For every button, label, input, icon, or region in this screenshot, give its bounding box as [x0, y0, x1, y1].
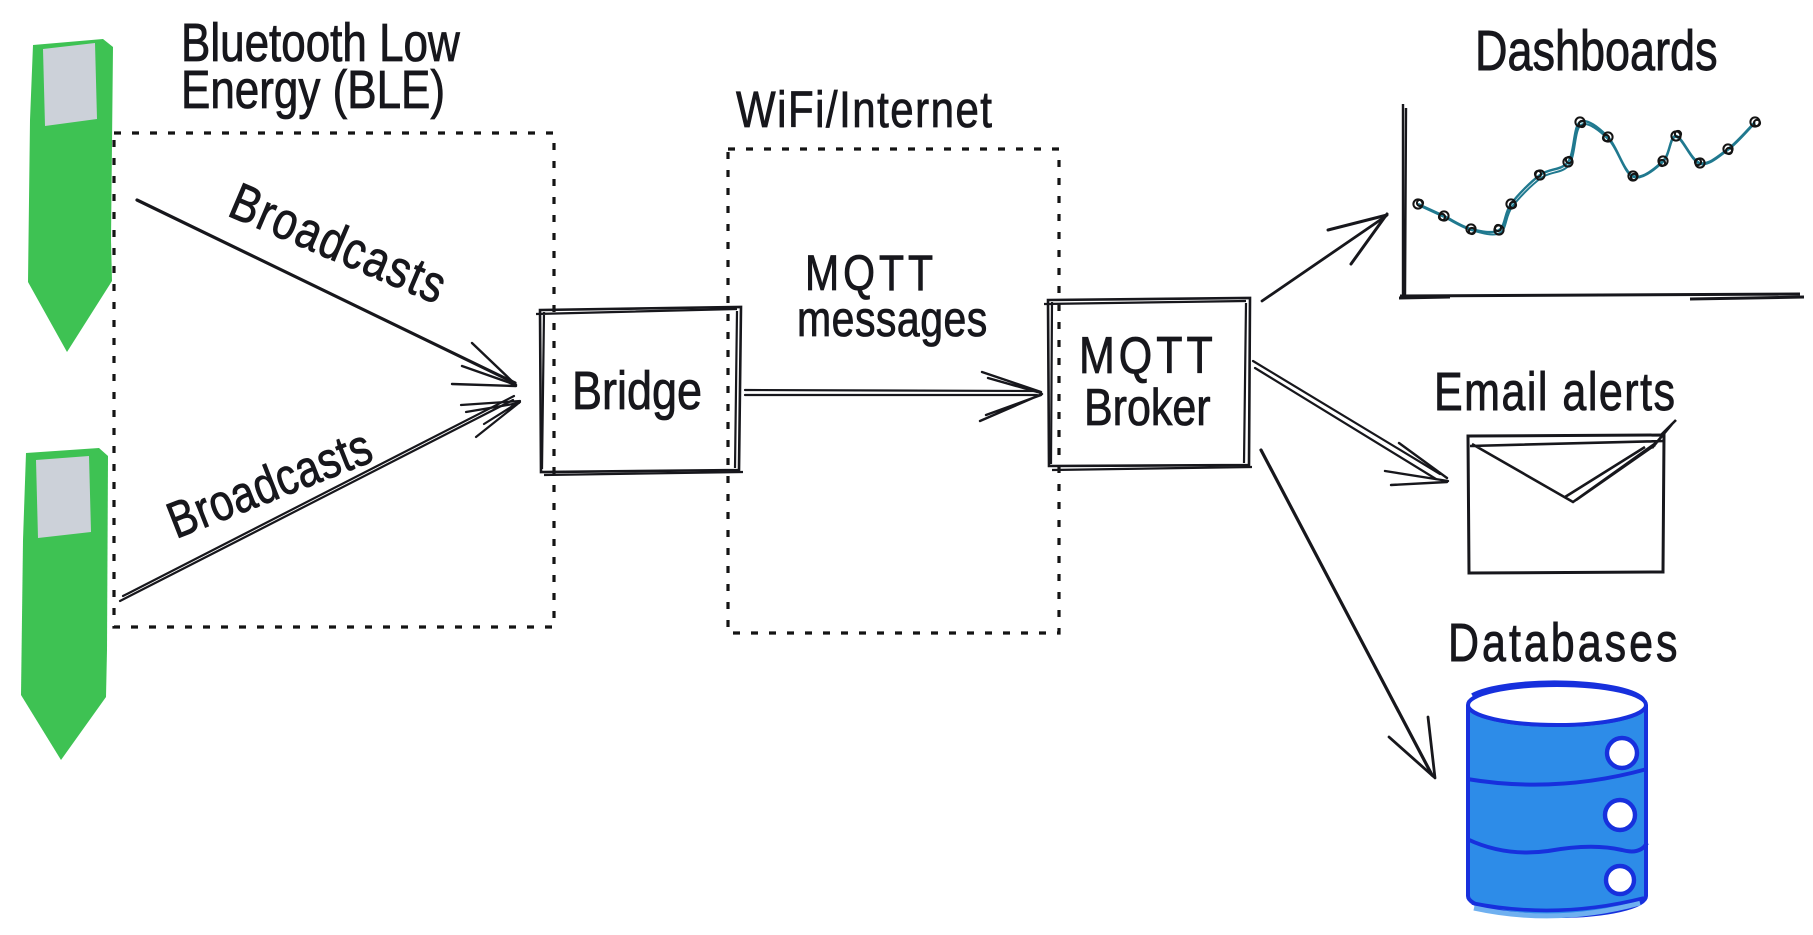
svg-text:Bridge: Bridge [572, 360, 702, 421]
svg-text:MQTT: MQTT [805, 245, 937, 301]
svg-text:messages: messages [797, 291, 988, 347]
svg-text:Databases: Databases [1448, 614, 1681, 674]
svg-text:MQTT: MQTT [1079, 327, 1217, 385]
svg-text:WiFi/Internet: WiFi/Internet [736, 81, 993, 138]
svg-text:Email alerts: Email alerts [1434, 363, 1677, 423]
svg-text:Broadcasts: Broadcasts [221, 173, 455, 316]
svg-text:Energy (BLE): Energy (BLE) [181, 61, 445, 120]
svg-text:Broker: Broker [1084, 379, 1211, 437]
svg-text:Broadcasts: Broadcasts [159, 417, 380, 549]
svg-text:Bluetooth Low: Bluetooth Low [181, 14, 460, 73]
svg-text:Dashboards: Dashboards [1475, 19, 1718, 82]
